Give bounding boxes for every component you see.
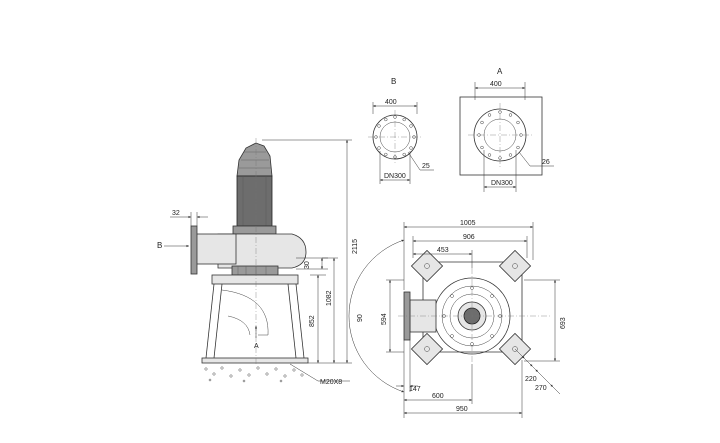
detail-a-nominal: DN300 [491,180,513,187]
plan-foot-tl [410,249,444,283]
plan-foot-bl [410,332,444,366]
stand-top-plate [211,274,299,285]
bolt-spec: M20X8 [320,379,342,386]
dim-270: 270 [535,385,547,392]
detail-view-b: B 400 DN300 25 [368,77,434,184]
dim-angle-90: 90 [357,314,364,322]
dim-600: 600 [432,393,444,400]
dim-30: 30 [304,261,311,269]
motor-top-cap [236,142,273,177]
stand-base-plate [201,357,309,364]
detail-a-bore [483,118,517,152]
detail-b-nominal: DN300 [384,173,406,180]
view-marker-b: B [157,241,162,250]
dim-1082: 1082 [326,290,333,306]
motor-flange [232,225,277,235]
detail-b-title: B [391,77,396,86]
detail-view-a: A 400 DN300 26 [459,67,554,192]
dim-height-2115: 2115 [352,239,359,254]
dim-453: 453 [437,247,449,254]
detail-a-title: A [497,67,503,76]
view-marker-a: A [254,343,259,350]
dim-147: 147 [409,386,421,393]
discharge-flange [190,225,198,275]
detail-b-width: 400 [385,99,397,106]
detail-a-width: 400 [490,81,502,88]
motor-housing [236,175,273,227]
dim-flange-32: 32 [172,210,180,217]
detail-a-hole: 26 [542,159,550,166]
dim-220: 220 [525,376,537,383]
discharge-pipe [195,233,237,265]
foundation [204,366,304,383]
bearing-ring [231,265,279,276]
inlet-curve [221,289,269,336]
dim-906: 906 [463,234,475,241]
detail-a-base-plate [459,96,543,176]
dim-594: 594 [381,313,388,325]
dim-693: 693 [560,317,567,329]
detail-b-hole: 25 [422,163,430,170]
dim-950: 950 [456,406,468,413]
plan-foot-tr [498,249,532,283]
dim-1005: 1005 [460,220,476,227]
pump-volute [217,233,307,269]
plan-angle-arc [348,239,405,393]
plan-view: 90 1005 906 453 594 693 147 600 [348,220,567,418]
side-elevation-view: 32 B A 2115 30 1082 852 M20X8 [157,138,359,386]
dim-852: 852 [309,315,316,327]
